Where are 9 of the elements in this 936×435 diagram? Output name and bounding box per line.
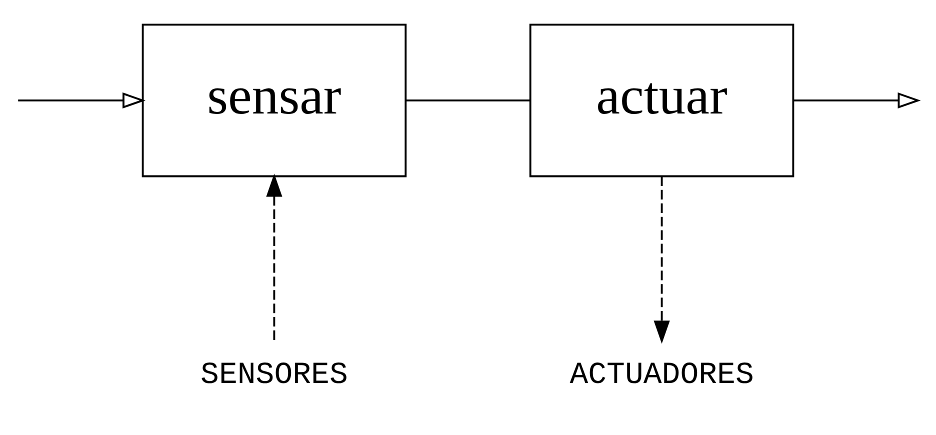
arrow [18,92,146,109]
arrow [266,174,282,341]
node-box: actuar [529,24,794,178]
arrow [793,92,921,109]
node-box: sensar [142,24,407,178]
arrow [654,176,670,344]
node-text: ACTUADORES [570,358,754,394]
connector [406,100,530,102]
node-text: SENSORES [200,358,348,394]
